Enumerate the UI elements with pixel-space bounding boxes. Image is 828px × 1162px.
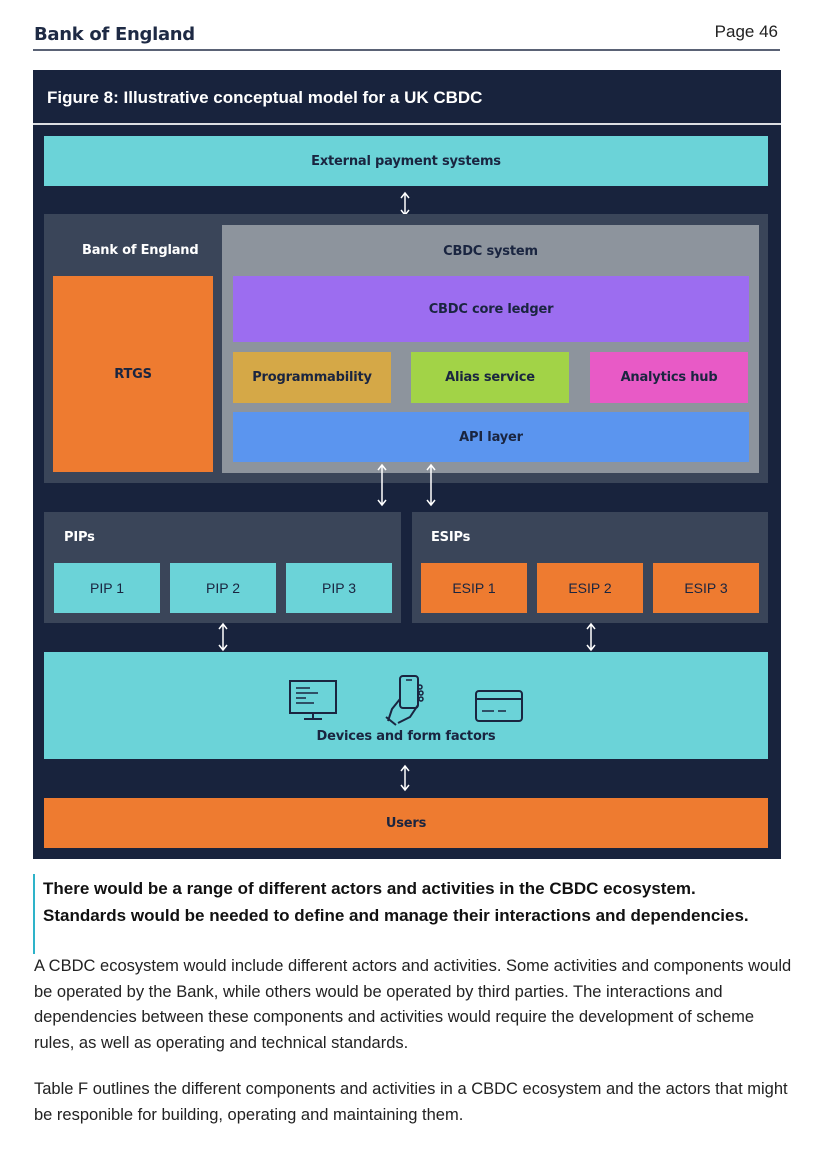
bank-of-england-label: Bank of England	[82, 243, 199, 258]
pips-label: PIPs	[64, 530, 95, 545]
callout-text: There would be a range of different acto…	[43, 879, 749, 925]
figure-title: Figure 8: Illustrative conceptual model …	[47, 88, 483, 107]
hand-phone-icon	[385, 675, 424, 726]
callout-accent-bar	[33, 874, 35, 954]
bidirectional-arrow-icon	[218, 622, 228, 652]
page-number: Page 46	[714, 22, 778, 41]
esip-box: ESIP 1	[421, 563, 527, 613]
figure-title-divider	[33, 123, 781, 125]
external-payment-systems-box: External payment systems	[44, 136, 768, 186]
bidirectional-arrow-icon	[586, 622, 596, 652]
brand-logo-text: Bank of England	[34, 24, 195, 45]
devices-label: Devices and form factors	[316, 728, 496, 744]
body-paragraph: Table F outlines the different component…	[34, 1080, 788, 1124]
analytics-hub-box: Analytics hub	[590, 352, 748, 403]
header-divider	[33, 49, 780, 51]
monitor-icon	[289, 680, 337, 720]
esips-label: ESIPs	[431, 530, 471, 545]
cbdc-system-label: CBDC system	[443, 243, 538, 259]
bidirectional-arrow-icon	[377, 463, 387, 507]
pip-box: PIP 2	[170, 563, 276, 613]
rtgs-box: RTGS	[53, 276, 213, 472]
programmability-box: Programmability	[233, 352, 391, 403]
devices-box	[44, 652, 768, 759]
esip-box: ESIP 2	[537, 563, 643, 613]
api-layer-box: API layer	[233, 412, 749, 462]
users-box: Users	[44, 798, 768, 848]
bidirectional-arrow-icon	[426, 463, 436, 507]
cbdc-core-ledger-box: CBDC core ledger	[233, 276, 749, 342]
pip-box: PIP 3	[286, 563, 392, 613]
bidirectional-arrow-icon	[400, 764, 410, 792]
pip-box: PIP 1	[54, 563, 160, 613]
body-paragraph: A CBDC ecosystem would include different…	[34, 957, 792, 1052]
esip-box: ESIP 3	[653, 563, 759, 613]
card-icon	[475, 690, 523, 722]
alias-service-box: Alias service	[411, 352, 569, 403]
